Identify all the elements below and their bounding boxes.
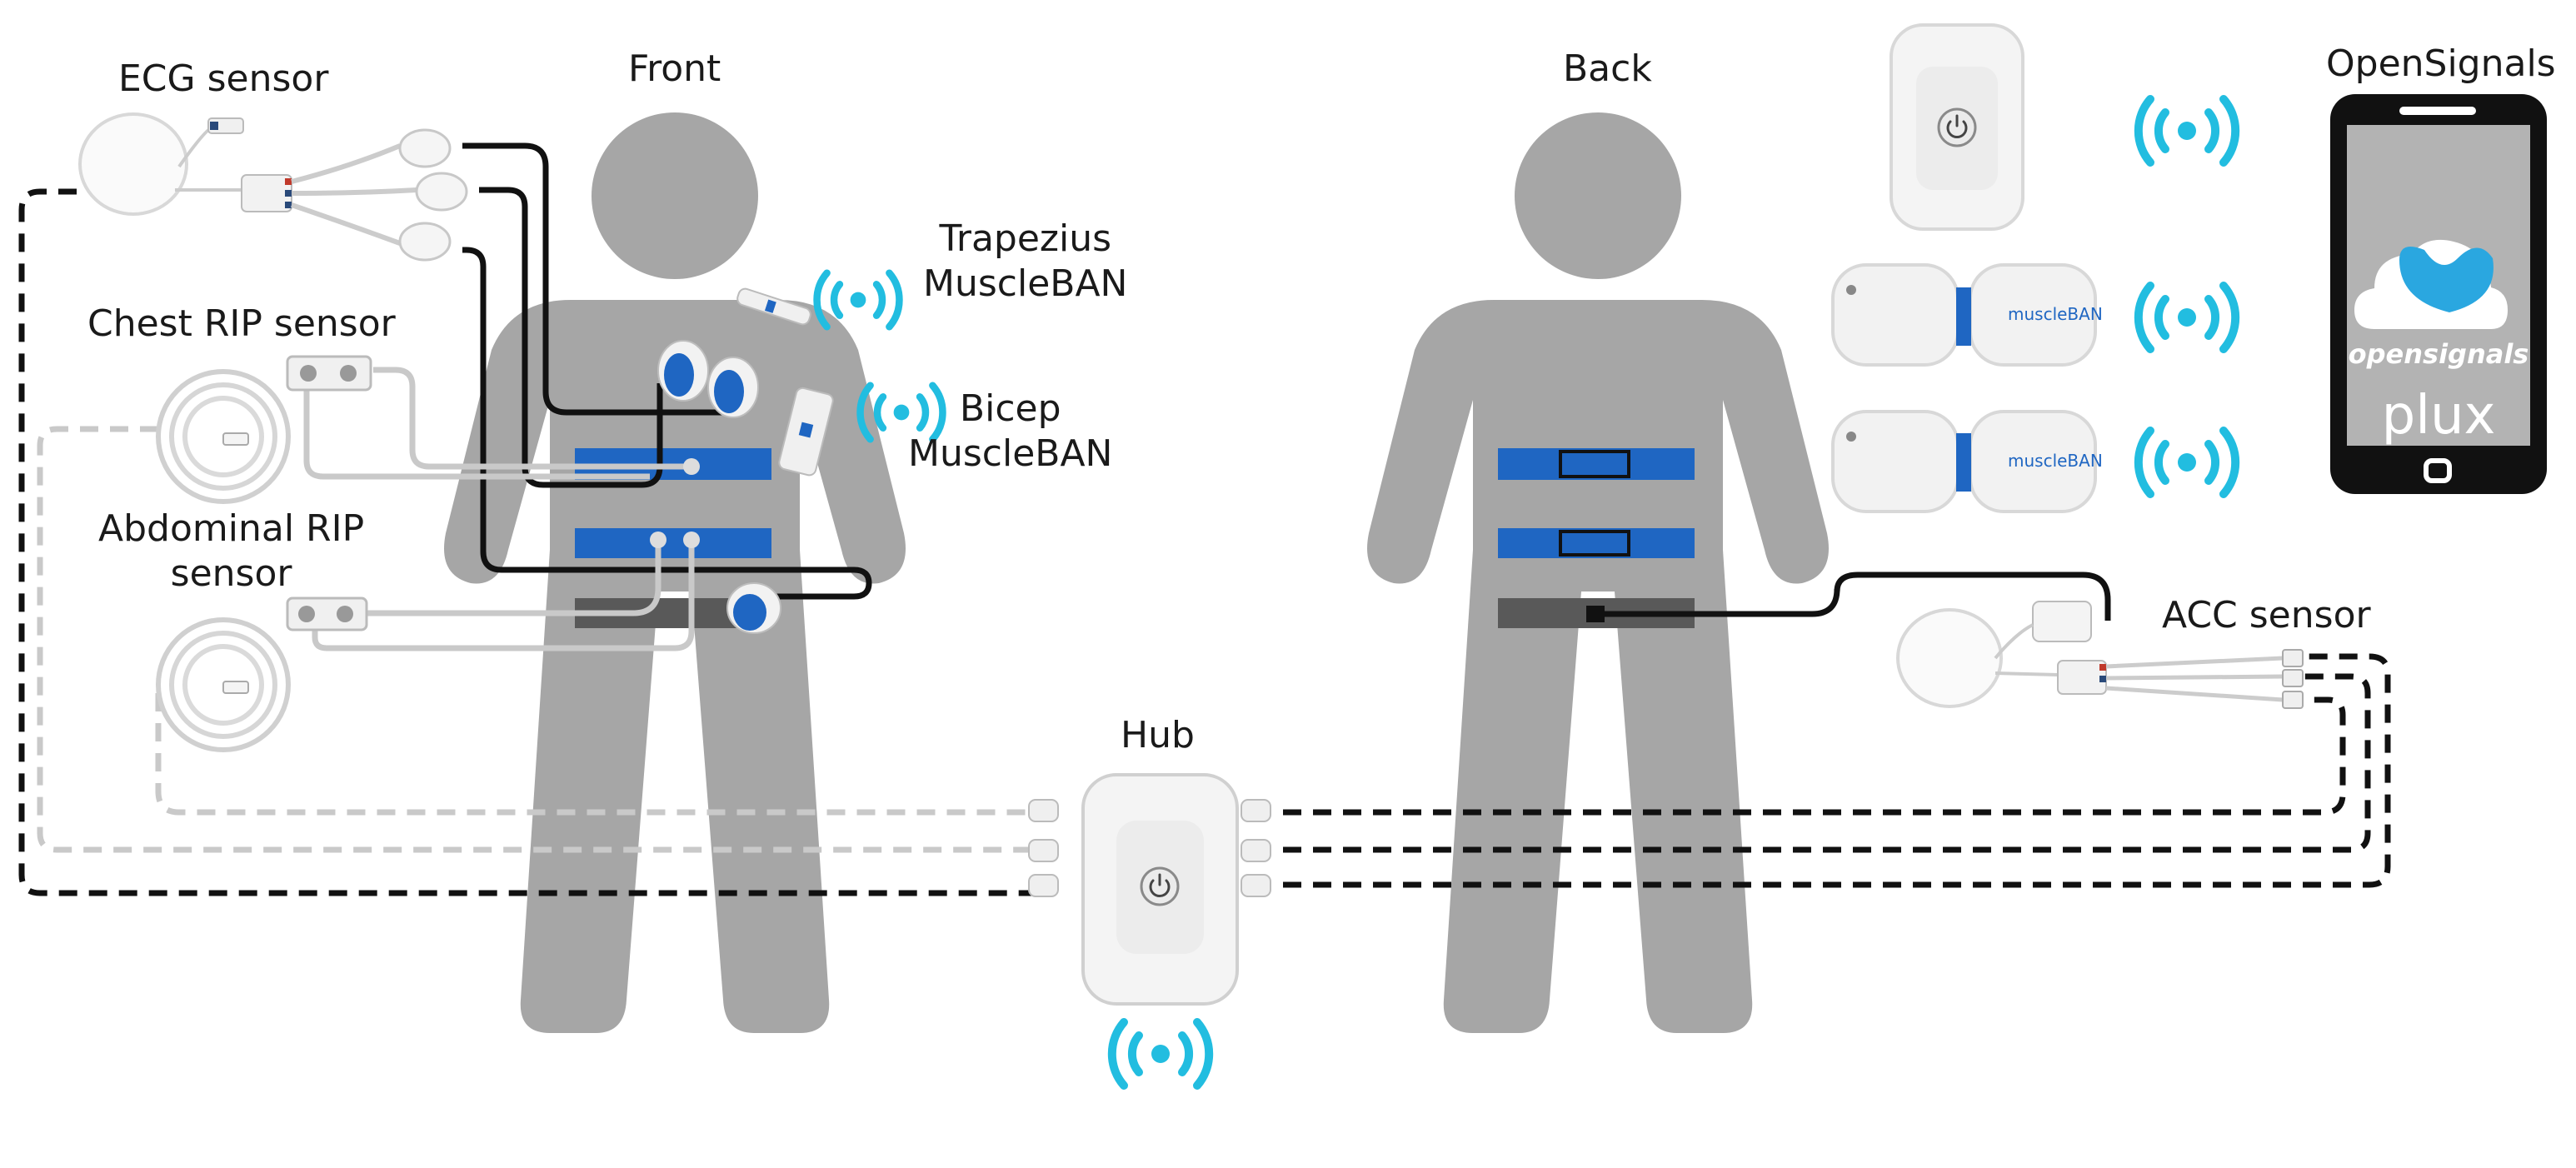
chest-rip-sensor-device [156,355,372,504]
bicep-muscleban-device [778,387,834,477]
ecg-sensor-label: ECG sensor [118,57,329,100]
muscleban-device-1-wireless-icon [2139,286,2235,349]
muscleban-device-1-logo: muscleBAN [2008,304,2103,324]
chest-rip-cable [303,367,691,480]
acc-dashed-cable-1 [1283,696,2346,816]
abdominal-rip-sensor-device [156,596,368,752]
abdominal-label-line2: sensor [170,552,292,595]
trapezius-muscleban-device [736,287,811,326]
bicep-label: Bicep MuscleBAN [908,387,1112,476]
app-logo-text: opensignals [2349,338,2529,370]
acc-sensor-device [1896,601,2304,709]
ecg-electrode-cable-3 [462,247,872,600]
hub-wireless-icon [1112,1022,1209,1086]
hub-device-power-icon [1937,107,1977,147]
back-label: Back [1563,47,1652,90]
opensignals-label: OpenSignals [2326,42,2556,85]
abdominal-label-line1: Abdominal RIP [98,507,365,550]
front-abdominal-strap [575,528,771,558]
bicep-label-line2: MuscleBAN [908,432,1113,475]
back-chest-strap [1498,448,1695,480]
chest-rip-sensor-label: Chest RIP sensor [87,302,396,345]
acc-dashed-cable-3 [1283,653,2391,888]
ecg-dashed-cable [18,188,1040,896]
back-chest-clip [1559,450,1630,478]
acc-dashed-cable-2 [1283,673,2371,853]
back-belt-connector [1586,606,1605,622]
hub-label: Hub [1121,714,1195,756]
hub-power-icon [1140,866,1180,906]
trapezius-label-line1: Trapezius [939,217,1112,260]
muscleban-device-2: muscleBAN [1831,410,2103,513]
trapezius-label: Trapezius MuscleBAN [923,217,1127,306]
abdominal-rip-dashed-cable [155,693,1040,816]
hub-device-wireless-icon [2139,99,2235,162]
abdominal-rip-cable [312,542,695,651]
maker-logo-text: plux [2382,385,2496,447]
ecg-sensor-device [78,112,468,262]
muscleban-device-2-wireless-icon [2139,431,2235,494]
muscleban-device-2-logo: muscleBAN [2008,451,2103,471]
acc-sensor-cable [1605,572,2111,621]
abdominal-rip-sensor-label: Abdominal RIP sensor [98,507,364,596]
cloud-logo-icon [2354,239,2508,329]
trapezius-label-line2: MuscleBAN [923,262,1128,305]
back-abdominal-clip [1559,530,1630,557]
ecg-electrode-cable-2 [479,187,663,488]
muscleban-device-1: muscleBAN [1831,263,2103,367]
front-label: Front [628,47,721,90]
bicep-label-line1: Bicep [959,387,1061,430]
acc-sensor-label: ACC sensor [2162,594,2371,636]
chest-electrodes [657,340,781,634]
back-body-silhouette [1367,112,1829,1033]
